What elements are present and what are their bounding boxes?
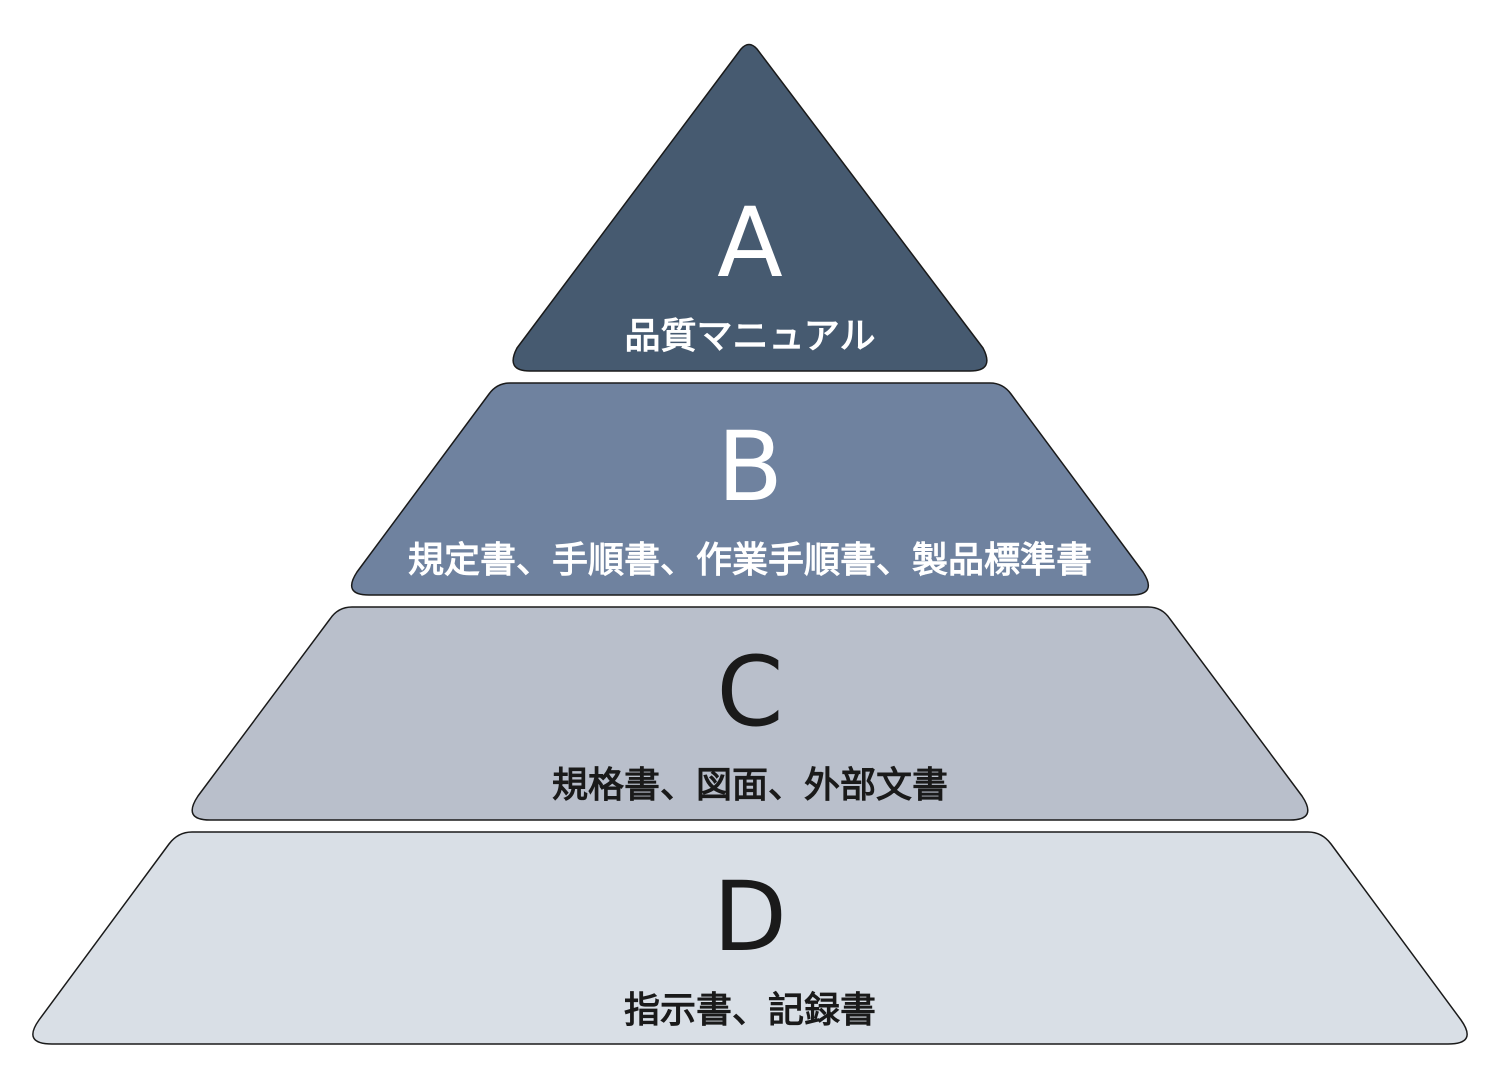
tier-a-shape [512,43,988,372]
tier-d-shape [32,831,1468,1045]
tier-c-letter: C [716,636,783,748]
tier-b: B 規定書、手順書、作業手順書、製品標準書 [350,382,1150,596]
tier-c-shape [191,606,1309,821]
tier-c: C 規格書、図面、外部文書 [191,606,1309,821]
tier-d-description: 指示書、記録書 [624,990,876,1031]
tier-a-description: 品質マニュアル [625,316,876,357]
tier-d: D 指示書、記録書 [32,831,1468,1045]
tier-b-shape [350,382,1150,596]
tier-d-letter: D [713,861,787,973]
tier-c-description: 規格書、図面、外部文書 [552,765,948,806]
tier-a: A 品質マニュアル [512,43,988,372]
tier-a-letter: A [717,187,783,299]
tier-b-description: 規定書、手順書、作業手順書、製品標準書 [408,540,1092,581]
tier-b-letter: B [717,411,783,523]
